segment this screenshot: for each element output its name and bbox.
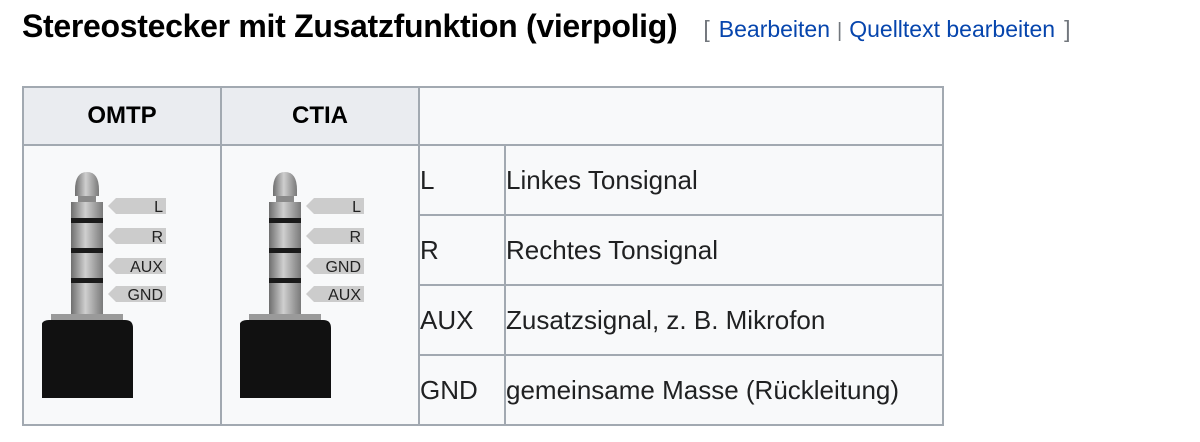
plug-label: GND bbox=[108, 285, 166, 304]
edit-bracket-open: [ bbox=[703, 16, 710, 42]
section-title: Stereostecker mit Zusatzfunktion (vierpo… bbox=[22, 8, 678, 44]
description-cell: Zusatzsignal, z. B. Mikrofon bbox=[504, 284, 944, 356]
header-ctia: CTIA bbox=[220, 86, 420, 146]
svg-text:GND: GND bbox=[127, 287, 163, 304]
svg-text:AUX: AUX bbox=[328, 287, 361, 304]
svg-text:R: R bbox=[151, 229, 163, 246]
ctia-plug-image: LR GND AUX bbox=[239, 171, 364, 398]
description-cell: Rechtes Tonsignal bbox=[504, 214, 944, 286]
edit-link[interactable]: Bearbeiten bbox=[718, 16, 831, 42]
section-heading: Stereostecker mit Zusatzfunktion (vierpo… bbox=[22, 8, 1070, 45]
description-cell: Linkes Tonsignal bbox=[504, 144, 944, 216]
svg-text:AUX: AUX bbox=[130, 259, 163, 276]
source-edit-link[interactable]: Quelltext bearbeiten bbox=[849, 16, 1056, 42]
svg-text:L: L bbox=[154, 199, 163, 216]
table-row: R Rechtes Tonsignal bbox=[23, 214, 944, 286]
edit-separator: | bbox=[837, 20, 843, 42]
header-empty bbox=[418, 86, 944, 146]
plug-label: L bbox=[108, 197, 166, 216]
header-omtp: OMTP bbox=[22, 86, 222, 146]
edit-section-links: [ Bearbeiten | Quelltext bearbeiten ] bbox=[703, 16, 1070, 43]
svg-text:L: L bbox=[352, 199, 361, 216]
svg-text:R: R bbox=[349, 229, 361, 246]
code-cell: GND bbox=[418, 354, 506, 426]
omtp-plug-image: LR AUX GND bbox=[41, 171, 166, 398]
code-cell: L bbox=[418, 144, 506, 216]
table-header-row: OMTP CTIA bbox=[22, 86, 944, 146]
edit-bracket-close: ] bbox=[1064, 16, 1071, 42]
plug-icon bbox=[239, 171, 331, 398]
plug-icon bbox=[41, 171, 133, 398]
plug-label: AUX bbox=[108, 257, 166, 276]
code-cell: R bbox=[418, 214, 506, 286]
plug-label: L bbox=[306, 197, 364, 216]
description-cell: gemeinsame Masse (Rückleitung) bbox=[504, 354, 944, 426]
svg-text:GND: GND bbox=[325, 259, 361, 276]
code-cell: AUX bbox=[418, 284, 506, 356]
table-row: AUX Zusatzsignal, z. B. Mikrofon bbox=[23, 284, 944, 356]
plug-label: R bbox=[306, 227, 364, 246]
table-row: GND gemeinsame Masse (Rückleitung) bbox=[23, 354, 944, 426]
plug-label: GND bbox=[306, 257, 364, 276]
plug-label: R bbox=[108, 227, 166, 246]
plug-label: AUX bbox=[306, 285, 364, 304]
